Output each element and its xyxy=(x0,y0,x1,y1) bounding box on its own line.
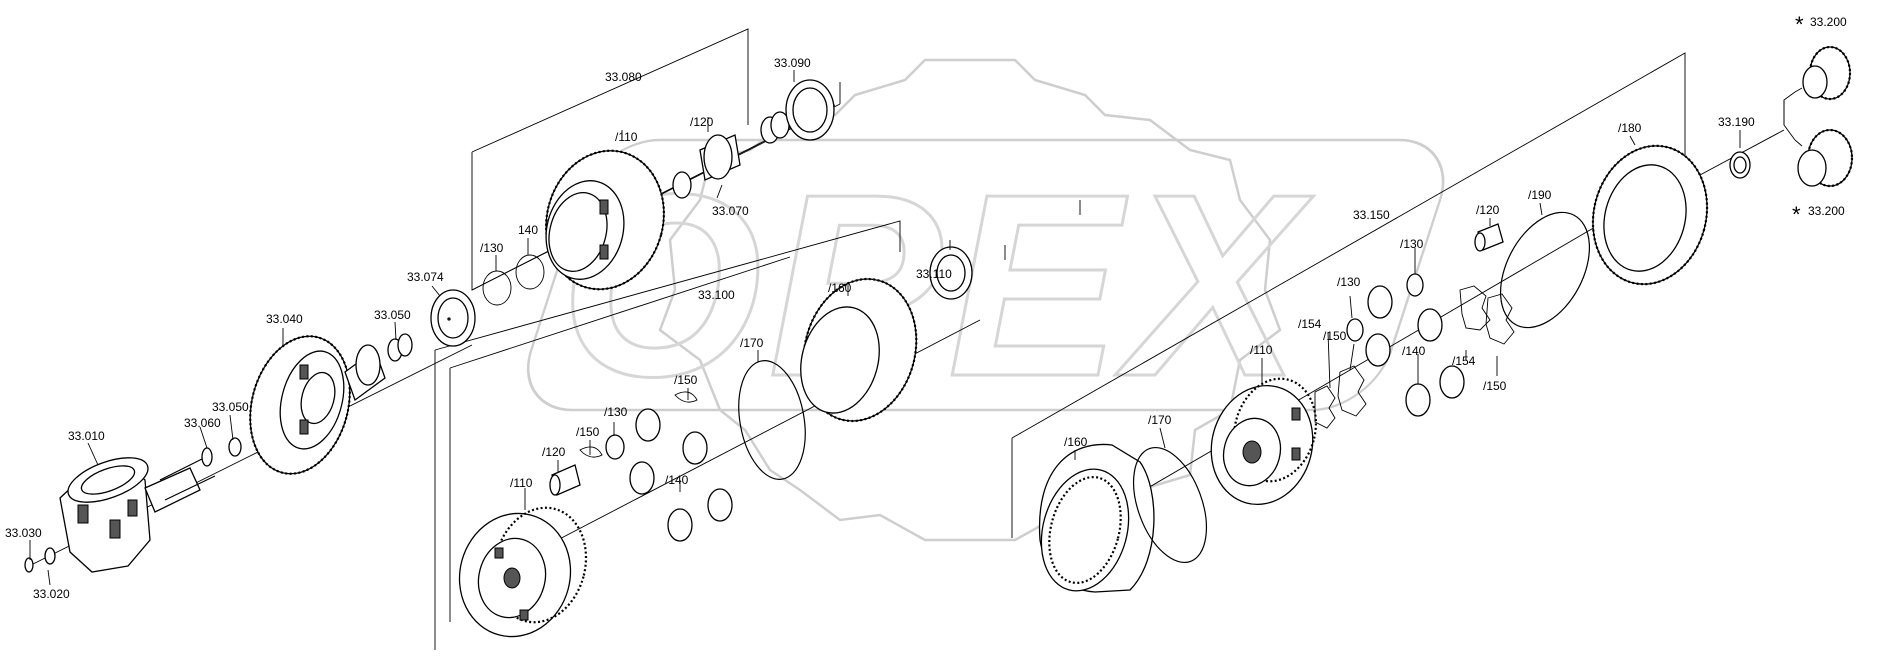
asterisk-lower: * xyxy=(1792,202,1801,227)
washer-33190 xyxy=(1729,151,1751,179)
label-33050-lower: 33.050 xyxy=(212,400,249,414)
label-150-right-b: /150 xyxy=(1483,379,1507,393)
label-33190: 33.190 xyxy=(1718,115,1755,129)
plates-154-150-right xyxy=(1459,285,1515,345)
label-140-right: /140 xyxy=(1402,344,1426,358)
part-labels: 33.010 33.020 33.030 33.040 33.050 33.05… xyxy=(5,12,1847,601)
washers-33090-33074-33110 xyxy=(447,79,973,321)
label-33030: 33.030 xyxy=(5,526,42,540)
label-120-mid: /120 xyxy=(542,445,566,459)
label-110-upper: /110 xyxy=(615,130,638,144)
planet-gears-mid xyxy=(605,408,733,542)
leader-lines xyxy=(29,70,1741,586)
ring-gear-180 xyxy=(1591,144,1709,286)
plates-154-150-left xyxy=(1314,365,1367,429)
pin-120-mid xyxy=(549,464,581,496)
label-190: /190 xyxy=(1528,188,1552,202)
label-140-upper: 140 xyxy=(518,223,538,237)
label-120-upper: /120 xyxy=(690,115,714,129)
pin-120-right xyxy=(1474,223,1504,252)
label-33050-upper: 33.050 xyxy=(374,308,411,322)
watermark: OPEX xyxy=(526,58,1445,542)
snap-ring-170-right xyxy=(1132,446,1208,564)
label-33200-upper: 33.200 xyxy=(1810,15,1847,29)
label-33080: 33.080 xyxy=(605,70,642,84)
label-33100: 33.100 xyxy=(698,288,735,302)
label-140-mid: /140 xyxy=(665,473,689,487)
housing-33010 xyxy=(59,454,216,573)
label-170-right: /170 xyxy=(1148,413,1172,427)
snap-ring-170-mid xyxy=(738,360,806,480)
label-33074: 33.074 xyxy=(407,270,444,284)
label-33150: 33.150 xyxy=(1353,208,1390,222)
label-160-mid: /160 xyxy=(828,281,852,295)
label-33020: 33.020 xyxy=(33,587,70,601)
label-150-right-a: /150 xyxy=(1323,329,1347,343)
label-150-mid-upper: /150 xyxy=(674,373,698,387)
ring-gear-160-right xyxy=(1038,443,1155,593)
gear-drum-33040 xyxy=(249,335,386,475)
clips-150-mid xyxy=(579,391,698,458)
rings-130-140 xyxy=(482,254,545,306)
label-150-mid-lower: /150 xyxy=(576,425,600,439)
label-110-right: /110 xyxy=(1250,343,1273,357)
snap-ring-190 xyxy=(1499,211,1591,329)
label-110-mid: /110 xyxy=(510,476,533,490)
label-120-right: /120 xyxy=(1476,203,1500,217)
label-130-mid: /130 xyxy=(604,405,628,419)
label-33060: 33.060 xyxy=(184,416,221,430)
label-33110: 33.110 xyxy=(916,267,952,281)
label-130-upper: /130 xyxy=(480,241,504,255)
label-160-right: /160 xyxy=(1064,435,1088,449)
label-154-right-b: /154 xyxy=(1452,354,1476,368)
carrier-110-right xyxy=(1210,377,1318,506)
label-130-right-a: /130 xyxy=(1337,275,1361,289)
label-130-right-b: /130 xyxy=(1400,237,1424,251)
gears-33200 xyxy=(1797,45,1854,188)
bearing-33050-left xyxy=(387,289,476,362)
small-washers-left xyxy=(24,437,242,573)
label-180: /180 xyxy=(1618,121,1642,135)
bearings-120-070 xyxy=(672,111,790,199)
label-33200-lower: 33.200 xyxy=(1808,204,1845,218)
carrier-110-mid xyxy=(458,506,588,638)
label-33010: 33.010 xyxy=(68,429,105,443)
label-33040: 33.040 xyxy=(266,312,303,326)
ring-drum-110 xyxy=(545,149,665,291)
label-154-right-a: /154 xyxy=(1298,317,1322,331)
label-170-mid: /170 xyxy=(740,336,764,350)
label-33090: 33.090 xyxy=(774,56,811,70)
asterisk-upper: * xyxy=(1795,12,1804,37)
label-33070: 33.070 xyxy=(712,204,749,218)
ring-gear-160-mid xyxy=(800,277,918,423)
